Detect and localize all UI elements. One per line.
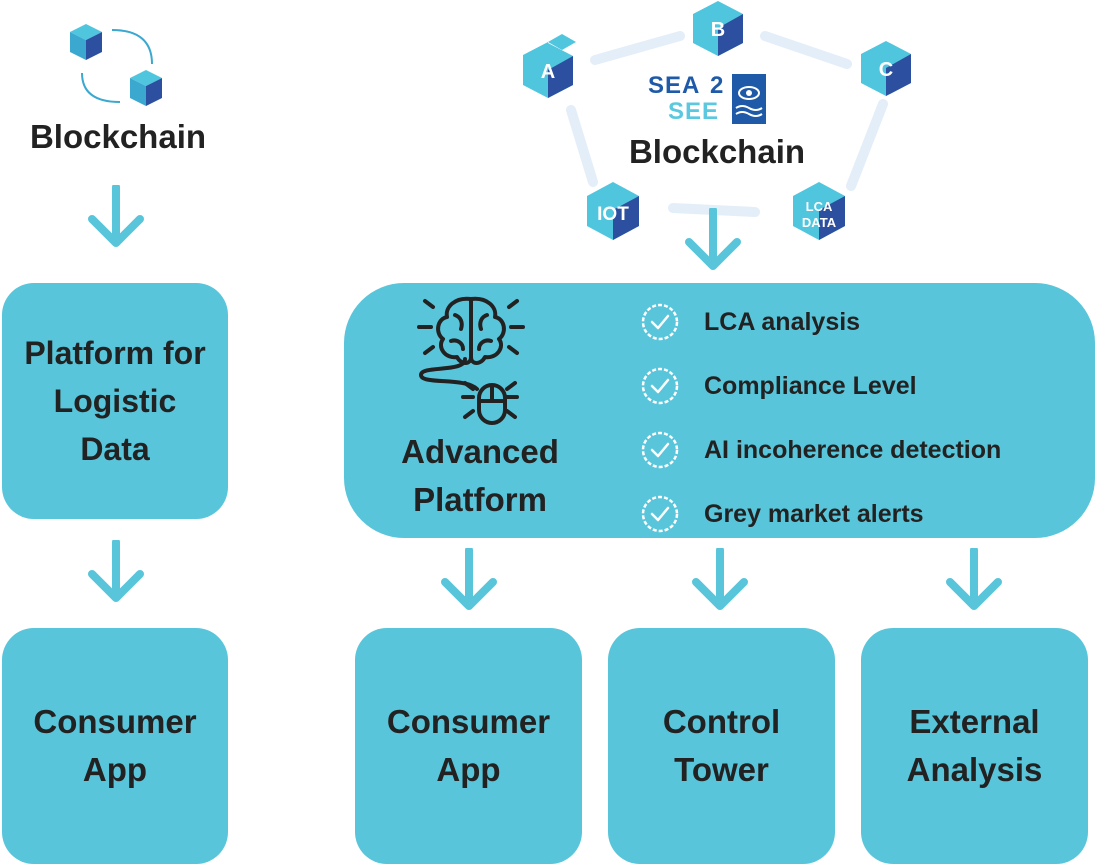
node-data-label: DATA [802,215,837,230]
blockchain-icon [70,24,162,106]
platform-logistic-data-box: Platform for Logistic Data [2,283,228,519]
logo-sea: SEA [648,72,701,99]
node-b-label: B [711,19,725,41]
feature-item: AI incoherence detection [640,418,1080,482]
logo-see: SEE [668,98,720,125]
arrow-down-icon [946,548,1002,610]
feature-label: AI incoherence detection [704,435,1002,464]
network-links [566,31,888,217]
arrow-down-icon [692,548,748,610]
control-tower-box: Control Tower [608,628,835,864]
brain-mouse-icon [417,296,525,425]
node-c-label: C [879,59,893,81]
output-label-line2: Analysis [906,751,1043,788]
node-a-label: A [541,61,555,83]
feature-label: Grey market alerts [704,499,924,528]
feature-label: Compliance Level [704,371,917,400]
node-b-icon [693,1,743,56]
left-blockchain-label: Blockchain [29,118,207,155]
node-iot-label: IOT [597,204,629,225]
arrow-down-icon [88,185,144,247]
output-label-line1: External [909,703,1040,740]
check-circle-icon [641,303,679,341]
right-consumer-app-box: Consumer App [355,628,582,864]
feature-label: LCA analysis [704,307,861,336]
arrow-down-icon [685,208,741,270]
logo-digit: 2 [710,72,724,99]
advanced-platform-label: Advanced Platform [380,428,580,524]
platform-label-line1: Platform for [24,335,206,371]
sea2see-logo: SEA 2 SEE [648,72,768,126]
arrow-down-icon [441,548,497,610]
node-c-icon [861,41,911,96]
feature-item: Compliance Level [640,354,1080,418]
feature-item: LCA analysis [640,290,1080,354]
left-consumer-app-box: Consumer App [2,628,228,864]
arrow-down-icon [88,540,144,602]
external-analysis-box: External Analysis [861,628,1088,864]
feature-item: Grey market alerts [640,482,1080,546]
platform-label-line2: Logistic [53,383,177,419]
platform-label-line3: Data [80,431,150,467]
blockchain-network: A B C IOT LCA DATA [523,1,911,240]
output-label-line2: App [436,751,501,788]
node-lca-label: LCA [806,199,833,214]
advanced-label-line2: Platform [413,481,547,518]
logo-emblem-icon [732,74,766,124]
output-label-line2: Tower [674,751,769,788]
check-circle-icon [641,431,679,469]
advanced-label-line1: Advanced [401,433,559,470]
right-blockchain-label: Blockchain [628,133,806,170]
consumer-label-line2: App [82,751,148,788]
check-circle-icon [641,495,679,533]
check-circle-icon [641,367,679,405]
node-a-icon [523,34,576,98]
feature-list: LCA analysis Compliance Level AI incoher… [640,290,1080,546]
output-label-line1: Control [662,703,781,740]
node-iot-icon [587,182,639,240]
node-lca-data-icon [793,182,845,240]
consumer-label-line1: Consumer [33,703,197,740]
output-label-line1: Consumer [386,703,551,740]
